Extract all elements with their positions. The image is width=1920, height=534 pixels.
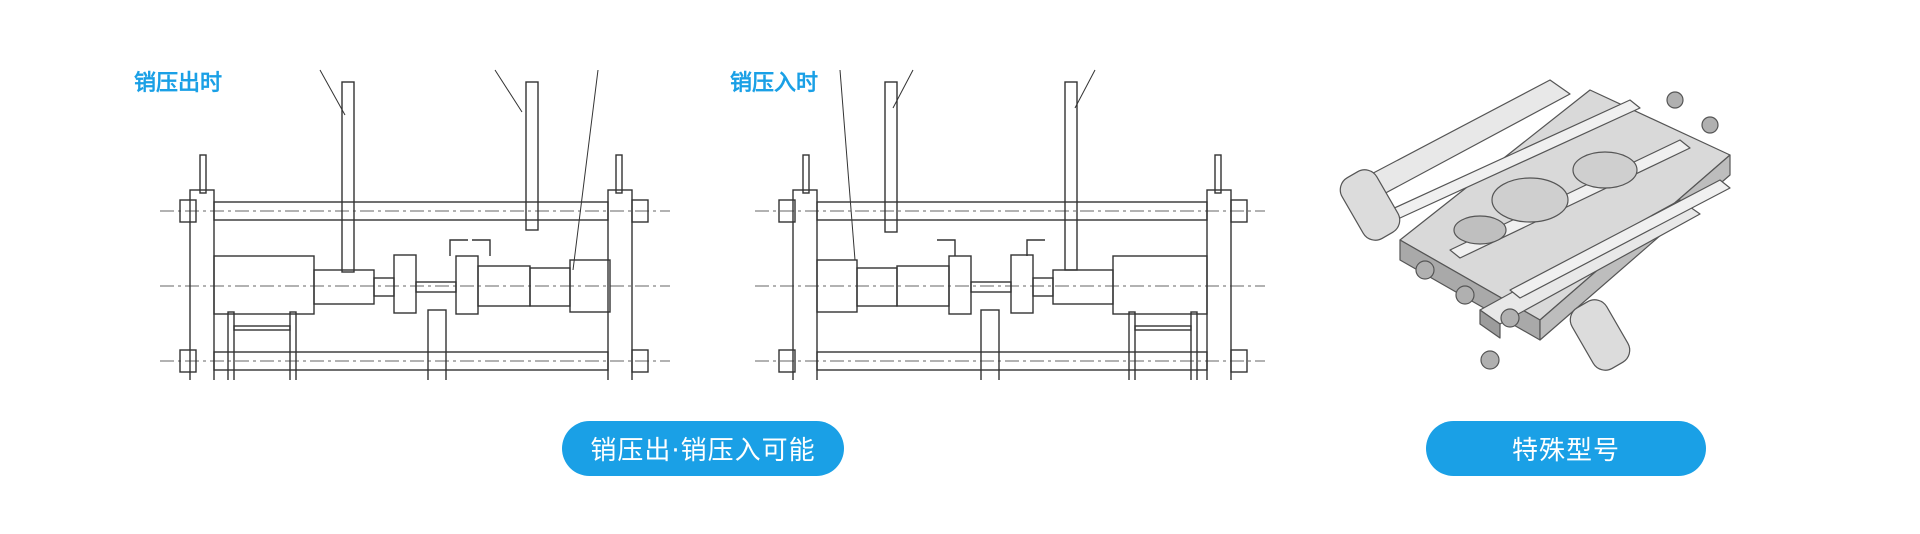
right-post <box>1206 154 1248 380</box>
cylinders <box>1453 151 1638 245</box>
right-post <box>607 154 649 380</box>
vertical-rods <box>884 81 1078 271</box>
cylinder-assembly <box>213 239 611 315</box>
pin-out-drawing <box>160 69 670 380</box>
left-post <box>778 154 818 380</box>
special-model-button[interactable]: 特殊型号 <box>1426 421 1706 476</box>
lower-links <box>980 309 1198 380</box>
end-links <box>1339 169 1631 371</box>
pin-out-label: 销压出时 <box>134 71 223 96</box>
pin-in-drawing <box>755 69 1265 380</box>
left-post <box>179 154 215 380</box>
pin-in-label: 销压入时 <box>730 71 819 96</box>
pin-out-in-possible-button[interactable]: 销压出·销压入可能 <box>562 421 844 476</box>
frame-bars <box>160 201 670 371</box>
leader-lines <box>319 69 599 271</box>
vertical-rods <box>341 81 539 273</box>
special-model-render <box>1339 79 1731 371</box>
bolts <box>1415 91 1719 370</box>
leader-lines <box>839 69 1096 261</box>
lower-links <box>227 309 447 380</box>
frame-bars <box>755 201 1265 371</box>
cylinder-assembly <box>816 239 1208 315</box>
